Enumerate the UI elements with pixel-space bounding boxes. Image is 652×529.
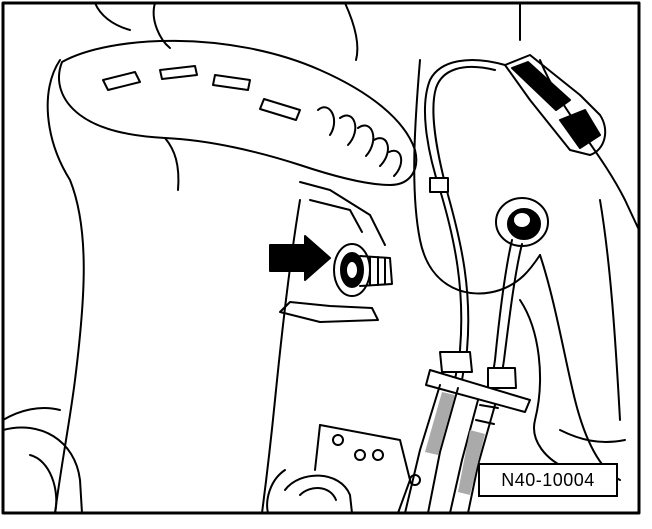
knuckle-plate-edge — [314, 424, 321, 471]
sensor-plug-dark — [511, 61, 571, 111]
lower-bushing — [284, 474, 353, 514]
slot-1 — [102, 71, 141, 91]
knuckle-plate — [319, 424, 411, 514]
lower-left-contour-3 — [2, 407, 61, 421]
line-2-inner — [500, 243, 523, 381]
figure-border — [1, 1, 641, 515]
bolt-thread — [369, 256, 386, 286]
knuckle-hole-1 — [332, 434, 344, 446]
lower-left-contour — [2, 426, 83, 514]
slot-2 — [159, 65, 198, 80]
slot-3 — [212, 74, 251, 91]
line-bracket-1 — [439, 351, 473, 373]
upper-contour — [152, 2, 171, 49]
bracket-edge-2 — [309, 199, 363, 233]
mounting-bracket — [425, 369, 531, 413]
pointer-arrow — [269, 235, 331, 281]
slot-5 — [317, 106, 336, 136]
lower-tab — [279, 301, 379, 323]
housing-outline — [413, 59, 541, 295]
strut-left-edge — [46, 59, 85, 514]
hose-2-left — [449, 399, 479, 514]
housing-lower — [539, 254, 621, 481]
slot-6 — [339, 114, 357, 146]
brake-line-inner — [432, 65, 496, 381]
figure-reference-code: N40-10004 — [501, 469, 595, 490]
knuckle-hole-2 — [354, 449, 366, 461]
housing-detail-2 — [559, 429, 626, 443]
slot-8 — [373, 137, 389, 167]
line-bracket-2 — [487, 367, 517, 389]
lower-bushing-inner — [299, 487, 337, 501]
housing-detail — [519, 299, 571, 471]
knuckle-hole-4 — [409, 474, 421, 486]
line-clip — [429, 177, 449, 193]
seat-inner-fold — [164, 137, 180, 191]
hose-1-left — [404, 384, 441, 514]
line-2-outer — [491, 239, 513, 381]
brake-line-outer — [424, 59, 506, 381]
figure-reference-label: N40-10004 — [478, 463, 618, 497]
bracket-edge — [299, 181, 386, 246]
slot-7 — [357, 124, 375, 157]
spring-seat-plate — [58, 39, 418, 186]
hose-1-right — [427, 387, 459, 514]
bolt-head-highlight — [347, 262, 357, 278]
housing-edge — [599, 199, 621, 421]
hose-ferrules — [475, 404, 499, 425]
slot-9 — [388, 149, 403, 177]
sensor-plug-end — [559, 109, 601, 149]
hose-1-shade — [425, 392, 455, 455]
sensor-plug — [504, 54, 607, 156]
hose-2-shade — [458, 430, 485, 495]
lower-bushing-edge — [266, 469, 286, 514]
knuckle-hole-3 — [372, 449, 384, 461]
slot-4 — [259, 98, 301, 121]
bolt-shank — [359, 255, 393, 287]
upper-contour-2 — [344, 2, 359, 61]
upper-contour-3 — [94, 2, 131, 31]
lower-left-contour-2 — [29, 454, 58, 514]
